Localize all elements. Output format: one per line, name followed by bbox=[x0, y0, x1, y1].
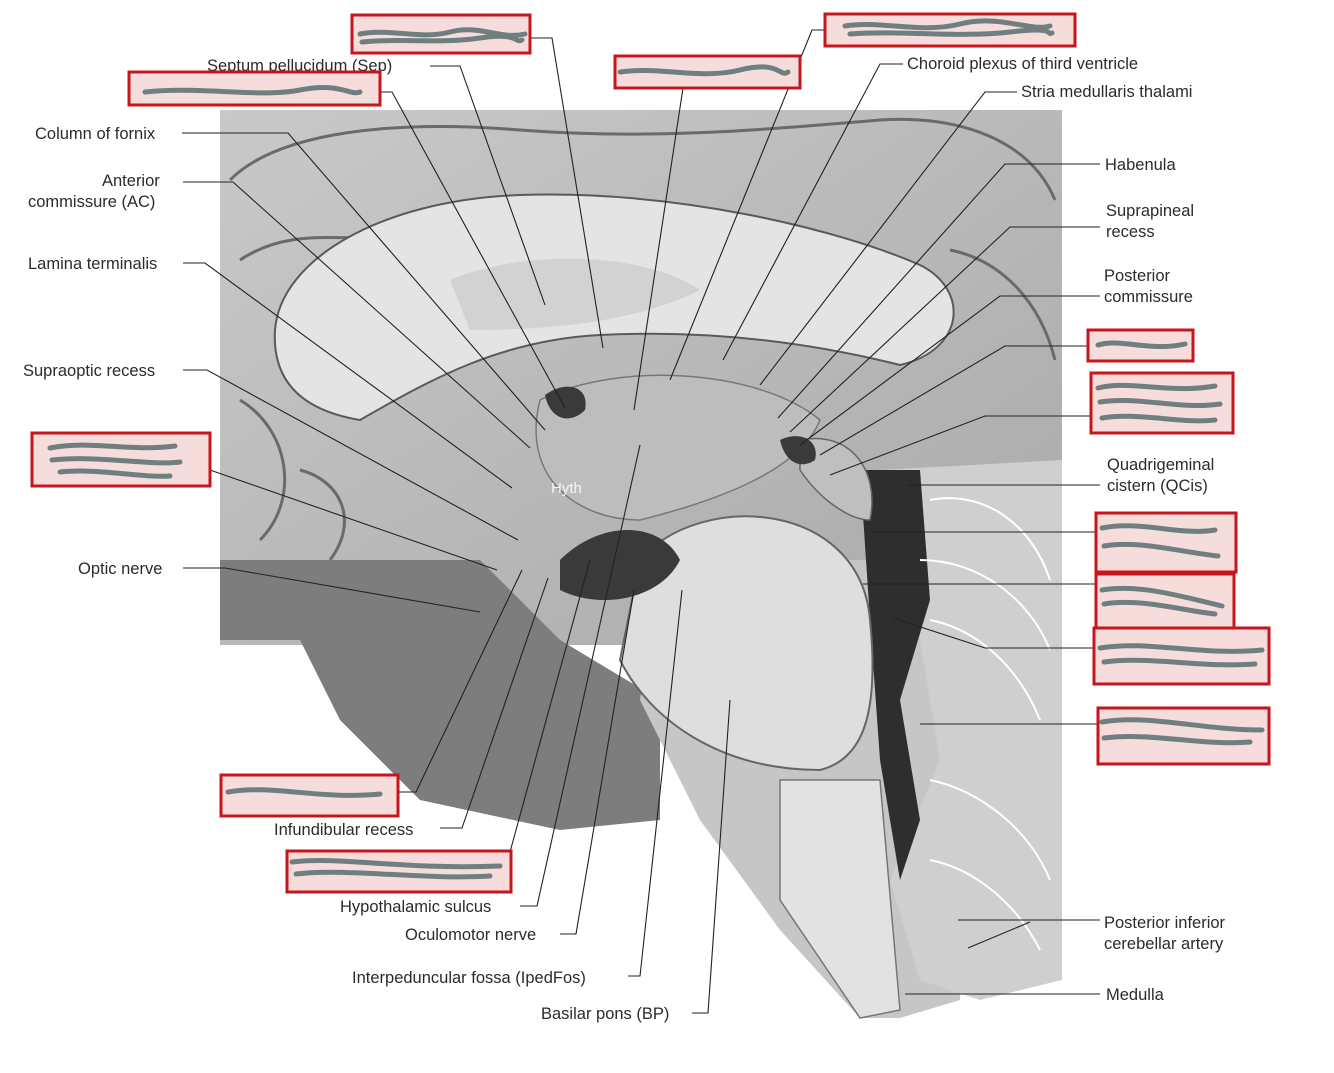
label-suprapineal-recess-line1: Suprapineal bbox=[1106, 202, 1194, 220]
label-anterior-commissure-line1: Anterior bbox=[102, 172, 160, 190]
label-posterior-commissure-line1: Posterior bbox=[1104, 267, 1171, 285]
label-choroid-plexus: Choroid plexus of third ventricle bbox=[907, 55, 1138, 73]
label-infundibular-recess: Infundibular recess bbox=[274, 821, 413, 839]
label-stria-medullaris: Stria medullaris thalami bbox=[1021, 83, 1192, 101]
label-oculomotor-nerve: Oculomotor nerve bbox=[405, 926, 536, 944]
leader-lines bbox=[182, 29, 1100, 1014]
masked-label-box bbox=[1092, 626, 1271, 686]
specimen-photo bbox=[220, 110, 1062, 1019]
masked-label-box bbox=[1086, 328, 1195, 363]
label-posterior-commissure-line2: commissure bbox=[1104, 288, 1193, 306]
label-interpeduncular-fossa: Interpeduncular fossa (IpedFos) bbox=[352, 969, 586, 987]
label-quadrigeminal-cistern-line1: Quadrigeminal bbox=[1107, 456, 1214, 474]
label-column-of-fornix: Column of fornix bbox=[35, 125, 156, 143]
label-lamina-terminalis: Lamina terminalis bbox=[28, 255, 157, 273]
masked-label-box bbox=[613, 54, 802, 90]
masked-label-box bbox=[219, 773, 400, 818]
label-optic-nerve: Optic nerve bbox=[78, 560, 162, 578]
hypothalamus-abbrev-label: Hyth bbox=[551, 480, 582, 497]
label-hypothalamic-sulcus: Hypothalamic sulcus bbox=[340, 898, 491, 916]
label-habenula: Habenula bbox=[1105, 156, 1176, 174]
label-basilar-pons: Basilar pons (BP) bbox=[541, 1005, 669, 1023]
masked-label-box bbox=[30, 431, 212, 488]
masked-label-box bbox=[1089, 371, 1235, 435]
label-pica-line2: cerebellar artery bbox=[1104, 935, 1224, 953]
label-suprapineal-recess-line2: recess bbox=[1106, 223, 1155, 241]
masked-label-boxes bbox=[30, 12, 1271, 894]
masked-label-box bbox=[1094, 511, 1238, 574]
masked-label-box bbox=[285, 849, 513, 894]
masked-label-box bbox=[350, 13, 532, 55]
masked-label-box bbox=[127, 70, 382, 107]
label-anterior-commissure-line2: commissure (AC) bbox=[28, 193, 155, 211]
label-pica-line1: Posterior inferior bbox=[1104, 914, 1226, 932]
structure-labels: Septum pellucidum (Sep) Choroid plexus o… bbox=[23, 55, 1226, 1023]
masked-label-box bbox=[1094, 572, 1236, 630]
label-quadrigeminal-cistern-line2: cistern (QCis) bbox=[1107, 477, 1208, 495]
label-supraoptic-recess: Supraoptic recess bbox=[23, 362, 155, 380]
masked-label-box bbox=[823, 12, 1077, 48]
masked-label-box bbox=[1096, 706, 1271, 766]
label-medulla: Medulla bbox=[1106, 986, 1165, 1004]
